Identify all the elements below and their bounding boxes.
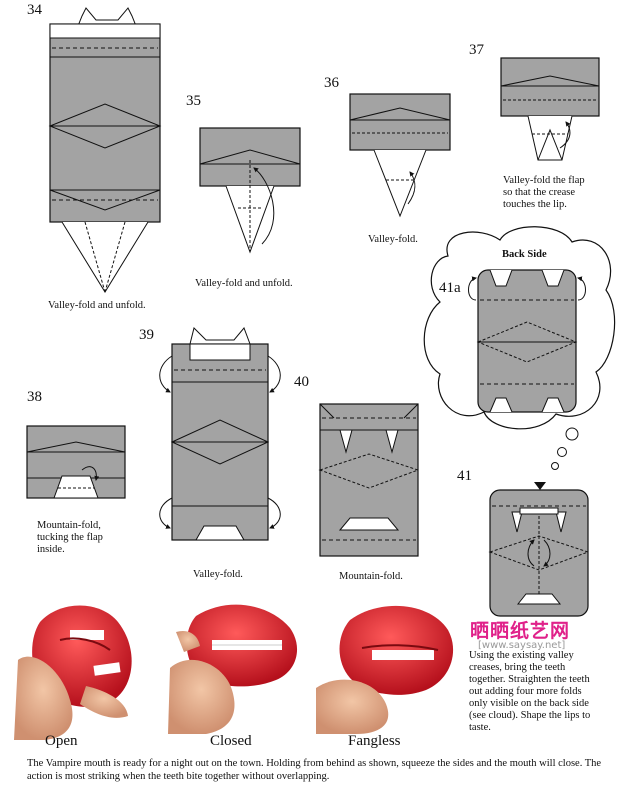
step-34-caption: Valley-fold and unfold. — [48, 300, 146, 311]
step-35-caption: Valley-fold and unfold. — [195, 278, 293, 289]
step-34-diagram — [48, 7, 162, 293]
step-37-diagram — [500, 57, 600, 161]
photo-open — [14, 602, 154, 740]
footer-text: The Vampire mouth is ready for a night o… — [27, 758, 602, 782]
step-40-diagram — [318, 403, 420, 557]
step-41-diagram — [488, 482, 590, 617]
back-side-label: Back Side — [502, 249, 547, 260]
step-41a-number: 41a — [439, 280, 461, 296]
step-34-number: 34 — [27, 2, 42, 18]
photo-label-open: Open — [45, 733, 78, 749]
watermark-url: [www.saysay.net] — [478, 640, 566, 651]
step-36-diagram — [349, 93, 451, 218]
step-35-diagram — [199, 127, 301, 254]
step-35-number: 35 — [186, 93, 201, 109]
step-41-caption: Using the existing valley creases, bring… — [469, 650, 591, 733]
step-39-caption: Valley-fold. — [193, 569, 243, 580]
step-41-number: 41 — [457, 468, 472, 484]
step-39-diagram — [159, 327, 281, 541]
watermark-logo: 晒晒纸艺网 — [470, 620, 571, 642]
step-41a-diagram — [468, 269, 586, 413]
step-38-diagram — [26, 425, 126, 499]
photo-label-closed: Closed — [210, 733, 252, 749]
step-37-number: 37 — [469, 42, 484, 58]
step-40-caption: Mountain-fold. — [339, 571, 403, 582]
step-39-number: 39 — [139, 327, 154, 343]
step-38-number: 38 — [27, 389, 42, 405]
photo-closed — [164, 604, 304, 734]
step-36-number: 36 — [324, 75, 339, 91]
step-40-number: 40 — [294, 374, 309, 390]
photo-label-fangless: Fangless — [348, 733, 401, 749]
step-36-caption: Valley-fold. — [368, 234, 418, 245]
step-38-caption: Mountain-fold, tucking the flap inside. — [37, 520, 103, 555]
photo-fangless — [312, 604, 462, 734]
step-37-caption: Valley-fold the flap so that the crease … — [503, 175, 585, 210]
